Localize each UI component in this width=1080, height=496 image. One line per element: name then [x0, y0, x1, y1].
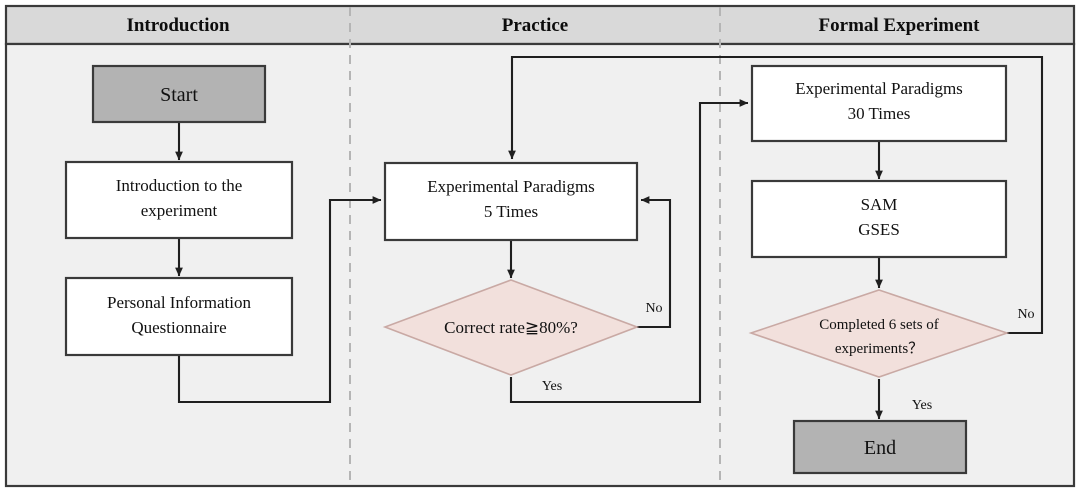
node-decision-completed6-line2: experiments？: [835, 341, 923, 357]
node-experimental-paradigms-30-times[interactable]: Experimental Paradigms 30 Times: [750, 64, 1008, 143]
node-decision-completed6-line1: Completed 6 sets of: [819, 317, 939, 333]
edge-decision-yes-to-paradigms30: [509, 99, 749, 404]
column-header-introduction: Introduction: [126, 15, 230, 36]
node-end-label: End: [864, 437, 896, 459]
node-decision-completed6-shape: [748, 289, 1010, 378]
node-scales-line2: GSES: [858, 220, 900, 239]
node-decision-correct-rate-label: Correct rate≧80%?: [444, 318, 578, 337]
edge-label-formal-no: No: [1017, 307, 1034, 322]
node-end[interactable]: End: [792, 419, 968, 475]
node-end-shape: [792, 419, 968, 475]
node-introduction-shape: [64, 160, 294, 240]
node-paradigms5-line1: Experimental Paradigms: [427, 177, 595, 196]
node-paradigms5-line2: 5 Times: [484, 202, 538, 221]
edge-label-practice-yes: Yes: [542, 379, 562, 394]
node-start-label: Start: [160, 84, 198, 106]
node-questionnaire-line2: Questionnaire: [131, 318, 226, 337]
node-decision-completed-6-sets[interactable]: Completed 6 sets of experiments？: [748, 289, 1010, 378]
node-paradigms30-line1: Experimental Paradigms: [795, 79, 963, 98]
edges: [175, 55, 1044, 420]
node-start[interactable]: Start: [91, 64, 267, 124]
edge-decision-no-loop: [637, 196, 672, 329]
edge-label-practice-no: No: [645, 301, 662, 316]
node-paradigms30-line2: 30 Times: [848, 104, 911, 123]
node-questionnaire-shape: [64, 276, 294, 357]
node-paradigms5-shape: [383, 161, 639, 242]
node-introduction-line2: experiment: [141, 201, 218, 220]
edge-decision6-no-loop: [508, 55, 1044, 335]
edge-label-formal-yes: Yes: [912, 398, 932, 413]
node-scales-shape: [750, 179, 1008, 259]
node-scales-line1: SAM: [861, 195, 898, 214]
node-decision-correct-rate-shape: [382, 279, 640, 376]
node-sam-gses[interactable]: SAM GSES: [750, 179, 1008, 259]
node-questionnaire-line1: Personal Information: [107, 293, 251, 312]
node-introduction-to-experiment[interactable]: Introduction to the experiment: [64, 160, 294, 240]
node-start-shape: [91, 64, 267, 124]
edge-questionnaire-to-paradigms5: [177, 196, 382, 404]
header-band: [4, 4, 1076, 46]
node-decision-correct-rate[interactable]: Correct rate≧80%?: [382, 279, 640, 376]
node-introduction-line1: Introduction to the: [116, 176, 243, 195]
node-paradigms30-shape: [750, 64, 1008, 143]
node-personal-information-questionnaire[interactable]: Personal Information Questionnaire: [64, 276, 294, 357]
node-experimental-paradigms-5-times[interactable]: Experimental Paradigms 5 Times: [383, 161, 639, 242]
column-header-practice: Practice: [502, 15, 568, 36]
column-header-formal-experiment: Formal Experiment: [819, 15, 981, 36]
